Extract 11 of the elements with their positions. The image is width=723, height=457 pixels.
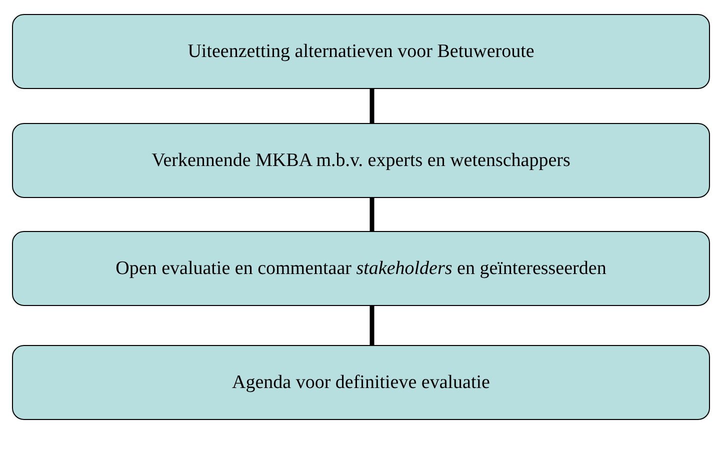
process-box (12, 14, 710, 89)
connector-line (370, 306, 374, 345)
box-label: Verkennende MKBA m.b.v. experts en wetenschappers (152, 150, 570, 172)
connector-line (370, 198, 374, 231)
connector-line (370, 89, 374, 123)
box-label: Open evaluatie en commentaar stakeholders en geïnteresseerden (116, 258, 606, 280)
process-box (12, 123, 710, 198)
box-label: Uiteenzetting alternatieven voor Betuweroute (188, 40, 534, 62)
process-box (12, 231, 710, 306)
box-label: Agenda voor definitieve evaluatie (232, 372, 490, 394)
process-box (12, 345, 710, 420)
